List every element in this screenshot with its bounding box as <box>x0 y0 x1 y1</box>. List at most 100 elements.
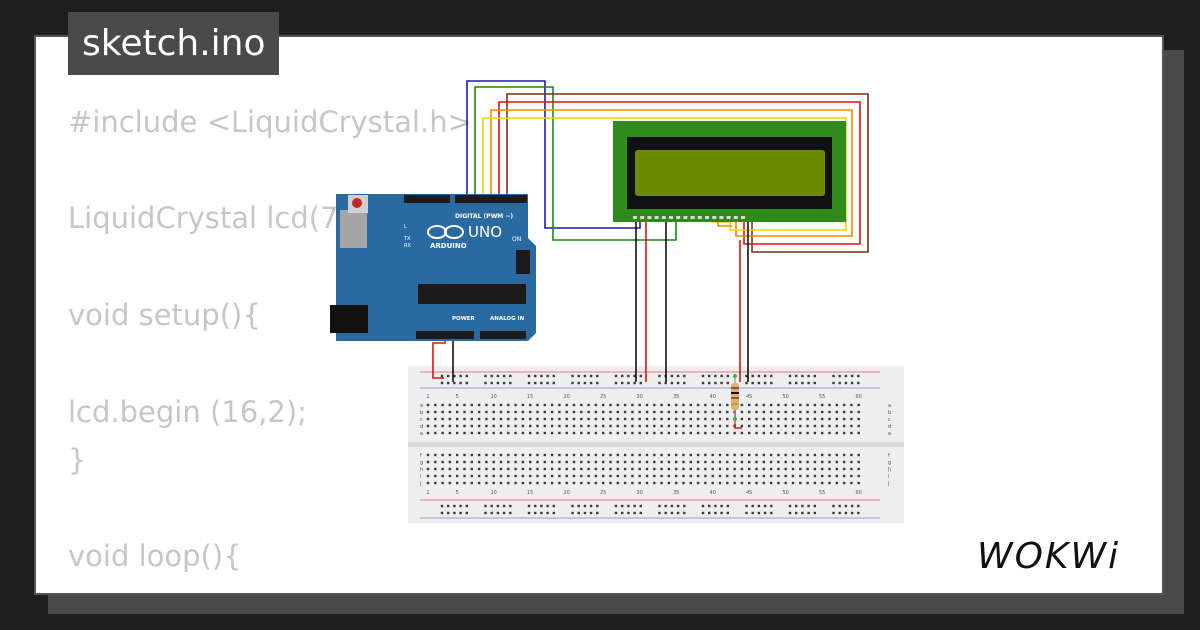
breadboard-hole <box>470 453 473 457</box>
breadboard-hole <box>470 424 473 428</box>
breadboard-hole <box>621 381 624 385</box>
breadboard-hole <box>623 424 627 428</box>
breadboard-hole <box>763 374 767 378</box>
breadboard-hole <box>485 481 488 485</box>
breadboard-hole <box>711 424 714 428</box>
breadboard-hole <box>448 417 452 421</box>
breadboard-hole <box>550 453 554 457</box>
breadboard-hole <box>441 467 444 471</box>
lcd-display[interactable] <box>613 121 846 222</box>
breadboard-hole <box>777 417 780 421</box>
breadboard-hole <box>631 474 634 478</box>
breadboard-hole <box>492 460 495 464</box>
breadboard-hole <box>580 467 583 471</box>
breadboard-hole <box>784 410 787 414</box>
breadboard-hole <box>828 410 831 414</box>
breadboard-hole <box>558 403 561 407</box>
analog-header <box>480 331 526 339</box>
breadboard-hole <box>514 417 517 421</box>
breadboard-hole <box>502 504 506 508</box>
breadboard-hole <box>733 431 736 435</box>
breadboard-hole <box>857 374 860 378</box>
row-letter: j <box>419 481 421 487</box>
breadboard-hole <box>769 410 773 414</box>
breadboard-hole <box>857 460 860 464</box>
breadboard-hole <box>850 511 854 515</box>
breadboard-hole <box>448 467 452 471</box>
breadboard-hole <box>638 403 641 407</box>
breadboard-hole <box>463 417 466 421</box>
breadboard-hole <box>602 410 605 414</box>
lcd-pin <box>683 216 688 219</box>
breadboard-hole <box>757 381 761 385</box>
breadboard-hole <box>540 511 543 515</box>
breadboard-hole <box>740 460 744 464</box>
breadboard-hole <box>434 431 437 435</box>
breadboard-hole <box>682 410 685 414</box>
breadboard-hole <box>543 424 546 428</box>
breadboard-hole <box>638 417 641 421</box>
breadboard-hole <box>714 374 717 378</box>
breadboard-hole <box>477 481 481 485</box>
breadboard-hole <box>842 410 846 414</box>
breadboard-hole <box>514 424 517 428</box>
breadboard-hole <box>645 431 649 435</box>
breadboard-hole <box>720 504 723 508</box>
breadboard-hole <box>675 474 678 478</box>
breadboard-hole <box>434 403 437 407</box>
breadboard-hole <box>540 504 543 508</box>
breadboard-hole <box>552 381 555 385</box>
breadboard-hole <box>507 417 510 421</box>
breadboard-hole <box>633 381 636 385</box>
breadboard-hole <box>434 424 437 428</box>
breadboard-hole <box>572 453 576 457</box>
lcd-pin <box>712 216 717 219</box>
arduino-uno[interactable]: UNO ARDUINO DIGITAL (PWM ~) POWER ANALOG… <box>330 194 536 341</box>
breadboard-hole <box>558 410 561 414</box>
breadboard-hole <box>521 410 525 414</box>
breadboard-hole <box>683 374 686 378</box>
breadboard-hole <box>426 410 430 414</box>
breadboard-hole <box>682 424 685 428</box>
breadboard-hole <box>529 453 532 457</box>
analog-header-label: ANALOG IN <box>490 316 525 322</box>
breadboard-hole <box>477 424 481 428</box>
breadboard-hole <box>740 453 744 457</box>
breadboard-hole <box>762 467 765 471</box>
breadboard-hole <box>795 374 798 378</box>
breadboard-hole <box>448 453 452 457</box>
breadboard-hole <box>763 504 767 508</box>
breadboard-hole <box>835 453 838 457</box>
breadboard-hole <box>529 417 532 421</box>
breadboard-hole <box>807 374 810 378</box>
breadboard-hole <box>770 511 773 515</box>
breadboard-hole <box>718 410 722 414</box>
breadboard-hole <box>571 381 574 385</box>
row-letter: e <box>888 431 891 437</box>
breadboard-hole <box>572 460 576 464</box>
breadboard-hole <box>594 467 598 471</box>
filename-tab[interactable]: sketch.ino <box>68 12 280 75</box>
breadboard-hole <box>676 504 680 508</box>
breadboard-hole <box>676 381 680 385</box>
reset-button[interactable] <box>352 198 362 208</box>
breadboard-hole <box>745 374 748 378</box>
breadboard-hole <box>683 381 686 385</box>
resistor[interactable] <box>731 374 739 424</box>
breadboard-hole <box>645 474 649 478</box>
breadboard-hole <box>609 431 612 435</box>
breadboard-hole <box>485 460 488 464</box>
breadboard-hole <box>850 431 853 435</box>
breadboard-hole <box>801 374 804 378</box>
breadboard-hole <box>813 417 817 421</box>
breadboard-hole <box>726 474 729 478</box>
breadboard-hole <box>602 460 605 464</box>
breadboard-hole <box>453 504 456 508</box>
breadboard-hole <box>718 424 722 428</box>
breadboard-hole <box>521 403 525 407</box>
breadboard-hole <box>614 504 618 508</box>
breadboard-hole <box>667 431 671 435</box>
breadboard-hole <box>696 467 700 471</box>
breadboard-hole <box>594 453 598 457</box>
